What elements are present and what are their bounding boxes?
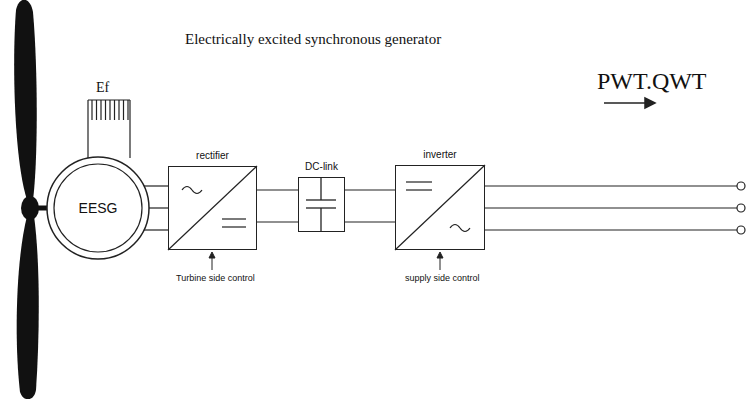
turbine-blade bbox=[17, 216, 39, 399]
converter-box: DC-link bbox=[298, 177, 345, 232]
capacitor-symbol bbox=[306, 177, 336, 232]
box-heading: inverter bbox=[396, 149, 484, 160]
wire bbox=[257, 221, 298, 222]
shaft bbox=[36, 206, 47, 211]
inverter-symbol bbox=[395, 165, 485, 250]
converter-box: rectifier bbox=[168, 166, 257, 250]
rectifier-symbol bbox=[168, 166, 257, 250]
control-label: Turbine side control bbox=[176, 273, 255, 283]
power-arrow bbox=[604, 98, 655, 108]
wire bbox=[149, 207, 168, 208]
output-wires bbox=[485, 182, 745, 234]
control-label: supply side control bbox=[405, 273, 480, 283]
field-label: Ef bbox=[96, 80, 109, 96]
converter-box: inverter bbox=[395, 165, 485, 250]
wire bbox=[345, 189, 395, 190]
wire bbox=[144, 185, 168, 186]
wire bbox=[144, 229, 168, 230]
generator-outer-ring bbox=[47, 157, 149, 259]
turbine-blade bbox=[14, 0, 37, 200]
generator-label: EESG bbox=[47, 200, 149, 216]
generator-circle: EESG bbox=[47, 157, 149, 259]
power-label: PWT.QWT bbox=[597, 68, 707, 95]
box-heading: rectifier bbox=[169, 150, 256, 161]
box-heading: DC-link bbox=[299, 161, 344, 172]
control-arrow bbox=[209, 252, 443, 270]
diagram-title: Electrically excited synchronous generat… bbox=[185, 31, 441, 48]
field-coil bbox=[88, 100, 130, 158]
wire bbox=[257, 189, 298, 190]
wire bbox=[345, 221, 395, 222]
